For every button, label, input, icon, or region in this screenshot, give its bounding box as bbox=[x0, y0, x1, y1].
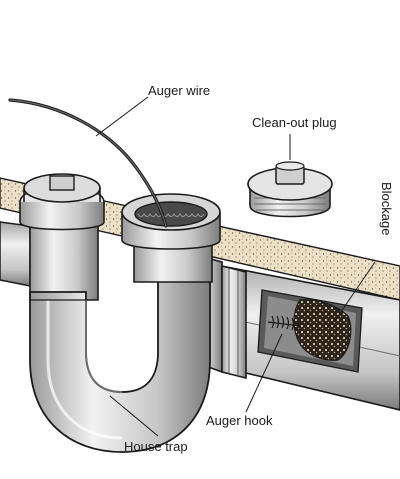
leader-auger-hook bbox=[245, 333, 283, 413]
label-auger-wire: Auger wire bbox=[148, 83, 211, 98]
leader-auger-wire bbox=[95, 96, 149, 137]
right-cleanout-socket bbox=[121, 193, 221, 250]
auger-hook bbox=[267, 315, 301, 331]
leader-house-trap bbox=[109, 395, 159, 437]
label-house-trap: House trap bbox=[124, 439, 188, 454]
label-auger-hook: Auger hook bbox=[206, 413, 273, 428]
blockage-mass bbox=[293, 299, 352, 361]
left-stub-pipe bbox=[0, 221, 31, 287]
label-clean-out-plug: Clean-out plug bbox=[252, 115, 337, 130]
leader-blockage bbox=[333, 261, 376, 323]
label-blockage: Blockage bbox=[379, 182, 394, 236]
clean-out-plug bbox=[247, 161, 333, 218]
house-trap-body bbox=[29, 267, 211, 453]
left-cleanout bbox=[19, 173, 105, 231]
